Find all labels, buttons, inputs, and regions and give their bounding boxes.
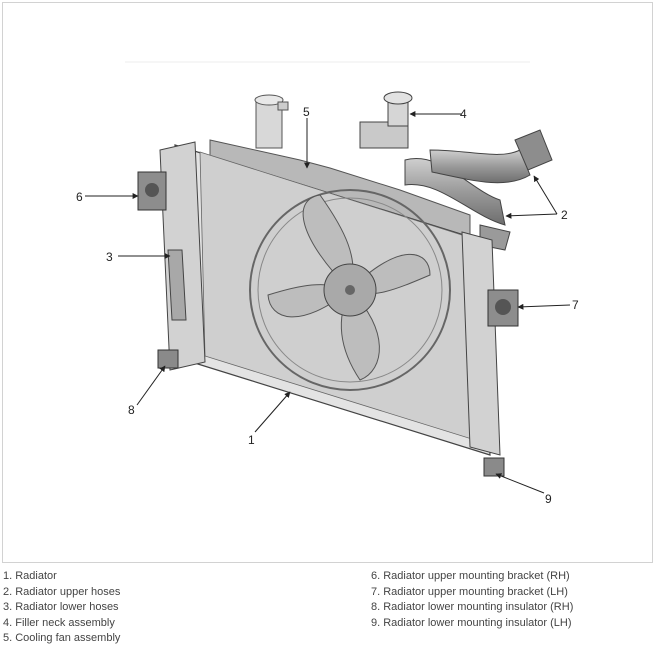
callout-6: 6 — [76, 190, 83, 204]
lower-mounting-insulator-lh — [483, 457, 505, 477]
legend-item: 5. Cooling fan assembly — [3, 632, 121, 644]
legend-item: 3. Radiator lower hoses — [3, 601, 119, 613]
upper-mounting-bracket-lh — [487, 289, 519, 327]
callout-2: 2 — [561, 208, 568, 222]
legend-item: 8. Radiator lower mounting insulator (RH… — [371, 601, 574, 613]
legend-item: 4. Filler neck assembly — [3, 616, 115, 629]
callout-9: 9 — [545, 492, 552, 506]
callout-leaders — [85, 111, 571, 494]
legend-item: 7. Radiator upper mounting bracket (LH) — [371, 585, 568, 598]
callout-3: 3 — [106, 250, 113, 264]
callout-4: 4 — [460, 107, 467, 121]
legend-item: 6. Radiator upper mounting bracket (RH) — [371, 570, 570, 582]
legend-item: 2. Radiator upper hoses — [3, 585, 121, 598]
callout-1: 1 — [248, 433, 255, 447]
coolant-filler-bottle — [254, 94, 289, 149]
radiator-assembly-illustration: 1 2 3 4 5 6 7 8 9 — [76, 61, 579, 506]
radiator-lower-hoses — [167, 249, 187, 321]
lower-mounting-insulator-rh — [157, 349, 179, 369]
callout-7: 7 — [572, 298, 579, 312]
upper-mounting-bracket-rh — [137, 171, 167, 211]
legend-left-column: 1. Radiator 2. Radiator upper hoses 3. R… — [3, 569, 120, 647]
callout-8: 8 — [128, 403, 135, 417]
legend-right-column: 6. Radiator upper mounting bracket (RH) … — [371, 569, 573, 631]
legend-item: 9. Radiator lower mounting insulator (LH… — [371, 616, 572, 629]
callout-5: 5 — [303, 105, 310, 119]
legend-item: 1. Radiator — [3, 570, 57, 582]
cooling-fan — [249, 189, 451, 391]
filler-neck-assembly — [359, 91, 413, 149]
